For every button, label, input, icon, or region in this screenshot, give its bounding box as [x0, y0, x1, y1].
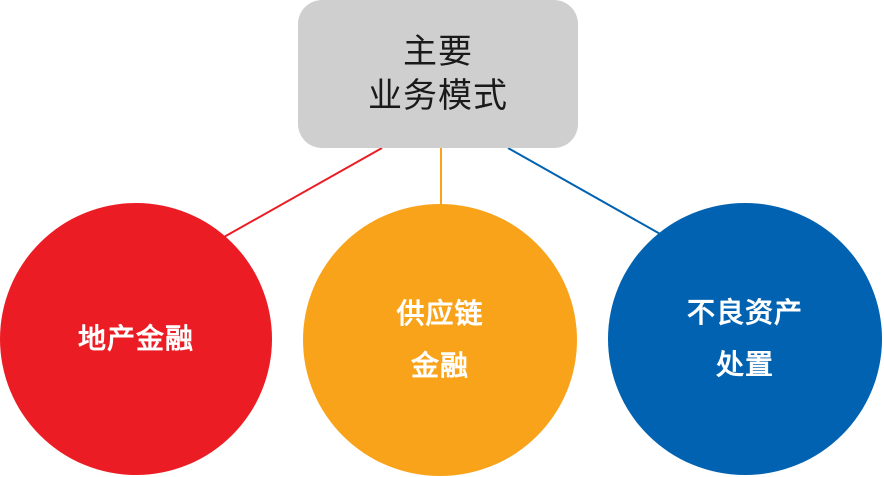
node-distressed-assets-label-line2: 处置 [715, 348, 774, 381]
node-real-estate-finance: 地产金融 [0, 203, 272, 475]
root-node-label-line2: 业务模式 [368, 76, 508, 116]
node-supply-chain-finance: 供应链 金融 [303, 204, 577, 476]
root-node-label-line1: 主要 [403, 32, 473, 72]
node-distressed-assets-label-line1: 不良资产 [686, 296, 803, 329]
root-node-main-business-model: 主要 业务模式 [298, 0, 578, 148]
node-real-estate-label: 地产金融 [77, 322, 194, 355]
connector-root-to-distressed-assets [507, 147, 663, 236]
connector-root-to-real-estate [223, 147, 383, 238]
node-supply-chain-label-line2: 金融 [410, 349, 469, 382]
node-distressed-asset-disposal: 不良资产 处置 [608, 203, 882, 475]
node-supply-chain-label-line1: 供应链 [396, 297, 484, 330]
